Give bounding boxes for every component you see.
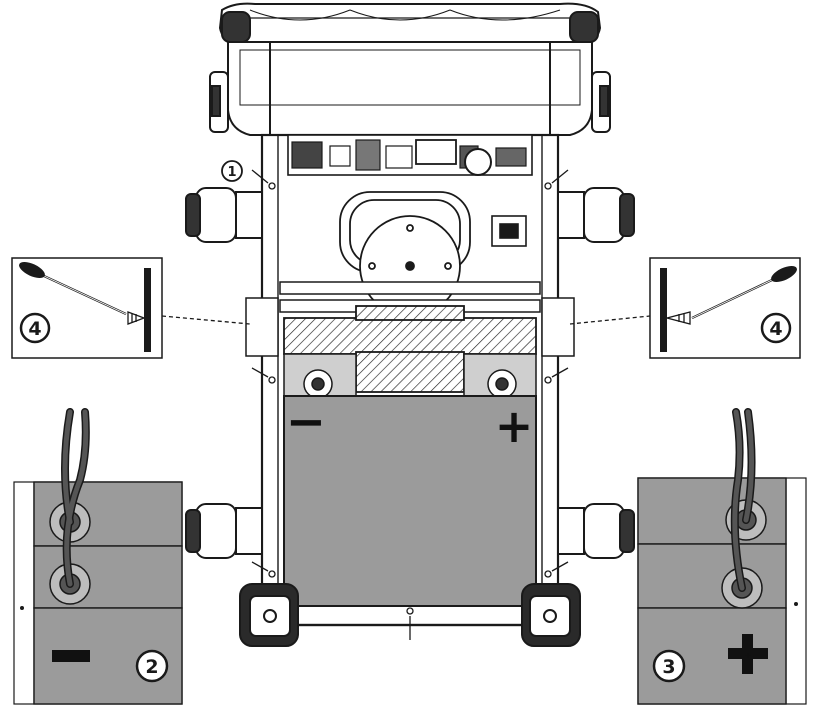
battery-clamp: [283, 305, 537, 393]
svg-text:3: 3: [662, 656, 675, 678]
battery-negative-sign: −: [286, 394, 326, 450]
cable: [732, 409, 755, 591]
connector-socket: [491, 215, 527, 247]
svg-text:2: 2: [145, 656, 158, 678]
screw-icon: [127, 311, 146, 325]
detail-box-right: 4: [649, 257, 801, 359]
screwdriver-icon: [691, 265, 797, 319]
inset-negative-terminal: − 2: [13, 408, 183, 705]
leader-line-left: [161, 315, 251, 325]
svg-text:4: 4: [28, 318, 41, 340]
battery-positive-sign: +: [495, 399, 534, 453]
screw-icon: [664, 311, 691, 325]
battery: [283, 395, 537, 607]
svg-text:1: 1: [227, 165, 236, 180]
svg-text:4: 4: [769, 318, 782, 340]
side-grips: [185, 187, 635, 559]
feet: [239, 583, 581, 647]
control-board: [287, 134, 533, 176]
callout-1: 1: [221, 160, 243, 182]
inset-positive-terminal: + 3: [637, 408, 807, 705]
leader-line-right: [569, 315, 651, 325]
inset-negative-sign: −: [67, 660, 75, 671]
screw-points: [251, 169, 569, 640]
detail-box-left: 4: [11, 257, 163, 359]
inset-positive-sign-text: +: [745, 651, 752, 660]
upper-housing: [209, 41, 611, 136]
battery-terminals-top: [283, 353, 537, 399]
top-handle: [218, 2, 602, 43]
motor: [339, 191, 471, 317]
inset-positive-sign: [728, 634, 768, 674]
screwdriver-icon: [19, 261, 127, 315]
